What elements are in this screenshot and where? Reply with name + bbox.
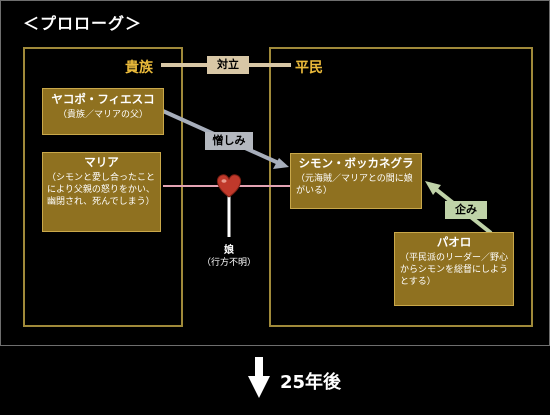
down-arrow-icon — [248, 357, 270, 398]
character-name: シモン・ボッカネグラ — [298, 156, 414, 170]
character-paolo: パオロ （平民派のリーダー／野心からシモンを総督にしようとする） — [394, 232, 514, 306]
character-simon: シモン・ボッカネグラ （元海賊／マリアとの間に娘がいる） — [290, 153, 422, 209]
hatred-tag: 憎しみ — [205, 132, 253, 150]
character-maria: マリア （シモンと愛し合ったことにより父親の怒りをかい、幽閉され、死んでしまう） — [42, 152, 161, 232]
time-skip-label: 25年後 — [280, 372, 342, 393]
section-title: ＜プロローグ＞ — [23, 14, 143, 33]
character-name: パオロ — [436, 235, 472, 249]
character-desc: （シモンと愛し合ったことにより父親の怒りをかい、幽閉され、死んでしまう） — [47, 173, 156, 207]
daughter-name: 娘 — [224, 245, 234, 256]
scheme-arrowhead — [425, 181, 441, 195]
hatred-arrowhead — [273, 158, 289, 169]
character-desc: （貴族／マリアの父） — [57, 110, 148, 120]
character-name: マリア — [84, 155, 119, 169]
heart-icon — [216, 174, 242, 198]
scheme-tag: 企み — [445, 201, 487, 219]
character-desc: （平民派のリーダー／野心からシモンを総督にしようとする） — [400, 253, 509, 287]
character-jacopo: ヤコポ・フィエスコ （貴族／マリアの父） — [42, 88, 164, 135]
connector-lines — [161, 63, 493, 237]
commoners-label: 平民 — [295, 60, 323, 76]
prologue-panel: ＜プロローグ＞ 貴族 平民 対立 憎しみ 企み ヤコポ・フィエスコ （貴族／マリ… — [0, 0, 550, 346]
conflict-tag: 対立 — [207, 56, 249, 74]
daughter-node: 娘 （行方不明） — [197, 245, 261, 269]
daughter-status: （行方不明） — [201, 258, 256, 268]
character-name: ヤコポ・フィエスコ — [51, 92, 155, 106]
nobles-label: 貴族 — [125, 60, 153, 76]
character-desc: （元海賊／マリアとの間に娘がいる） — [296, 174, 413, 196]
